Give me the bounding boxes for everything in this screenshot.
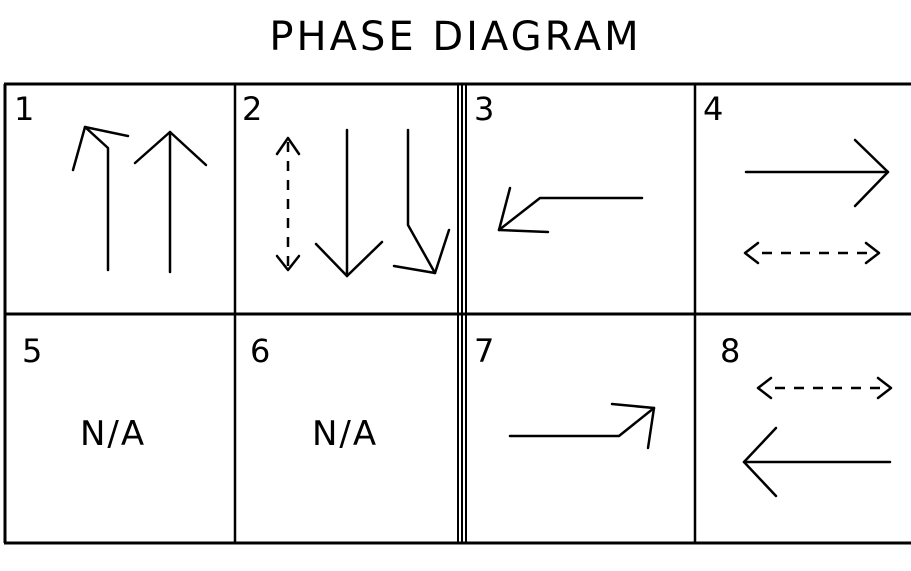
- phase-1-number: 1: [14, 90, 34, 128]
- left-turn-arrow-icon: [497, 186, 644, 234]
- phase-5-number: 5: [22, 332, 42, 370]
- left-turn-arrow-icon: [71, 125, 130, 272]
- right-turn-arrow-icon: [508, 402, 656, 450]
- phase-2-number: 2: [242, 90, 262, 128]
- phase-6-number: 6: [250, 332, 270, 370]
- phase-3-number: 3: [474, 90, 494, 128]
- grid-lines: [3, 82, 911, 545]
- through-arrow-up-icon: [133, 130, 208, 274]
- right-turn-arrow-down-icon: [392, 128, 451, 275]
- phase-8-number: 8: [720, 332, 740, 370]
- pedestrian-horizontal-dashed-icon: [743, 241, 881, 265]
- diagram-title: PHASE DIAGRAM: [269, 14, 642, 60]
- pedestrian-vertical-dashed-icon: [275, 136, 301, 272]
- through-arrow-left-icon: [742, 426, 892, 498]
- through-arrow-down-icon: [314, 128, 384, 278]
- phase-5-na-label: N/A: [80, 414, 146, 454]
- phase-6-na-label: N/A: [312, 414, 378, 454]
- phase-4-number: 4: [703, 90, 723, 128]
- phase-7-number: 7: [474, 332, 494, 370]
- through-arrow-right-icon: [744, 138, 890, 208]
- pedestrian-horizontal-dashed-icon: [756, 376, 893, 400]
